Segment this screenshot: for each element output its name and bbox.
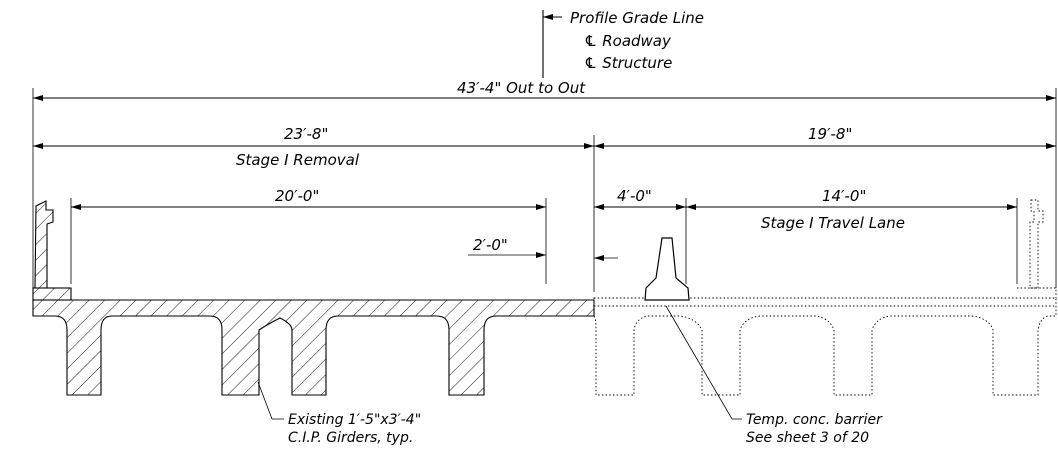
left-dimension-label: 23′-8" [284, 125, 328, 143]
centerline-structure-label: ℄ Structure [584, 54, 672, 72]
travel-lane-label: Stage I Travel Lane [761, 214, 905, 232]
barrier-note-line2: See sheet 3 of 20 [746, 430, 869, 446]
right-dimension-label: 19′-8" [808, 125, 852, 143]
inner-dimension-label: 20′-0" [275, 187, 319, 205]
temporary-barrier [644, 237, 690, 301]
offset-dimension-label: 2′-0" [473, 236, 508, 254]
offset-dimension [468, 252, 618, 261]
barrier-leader [665, 305, 742, 420]
girder-leader [257, 381, 284, 420]
overall-dimension-label: 43′-4" Out to Out [457, 79, 586, 97]
girder-note-line2: C.I.P. Girders, typ. [288, 430, 413, 446]
lane-dimension-label: 14′-0" [822, 187, 866, 205]
extension-lines [32, 88, 1057, 292]
profile-grade-line-marker [542, 10, 562, 78]
stage-removal-label: Stage I Removal [236, 151, 360, 169]
girder-note-line1: Existing 1′-5"x3′-4" [288, 412, 421, 428]
barrier-dimension-label: 4′-0" [617, 187, 652, 205]
proposed-deck-section [593, 199, 1057, 396]
existing-deck-section [32, 200, 595, 396]
barrier-note-line1: Temp. conc. barrier [746, 412, 883, 428]
profile-grade-line-label: Profile Grade Line [570, 9, 704, 27]
centerline-roadway-label: ℄ Roadway [584, 32, 672, 50]
